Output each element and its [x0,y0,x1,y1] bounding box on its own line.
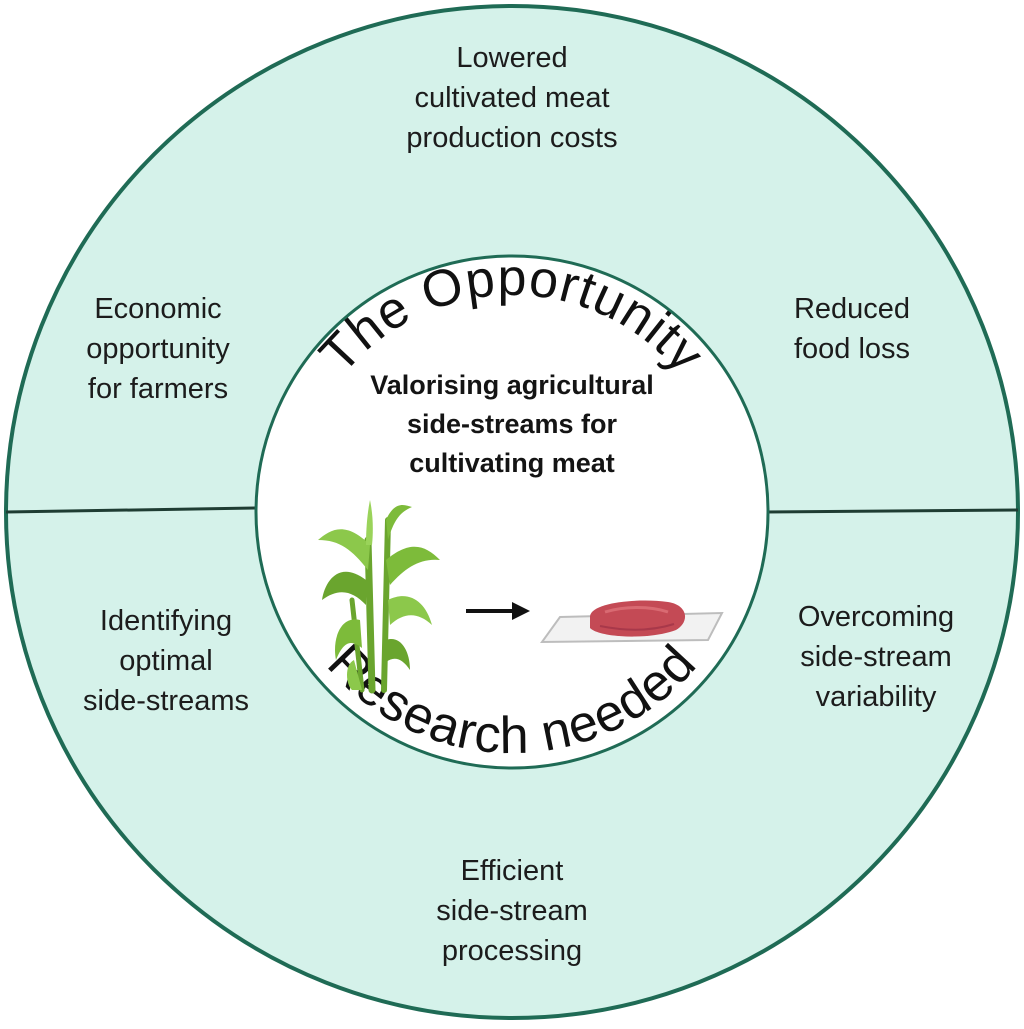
opportunity-left-label: Economic opportunity for farmers [86,293,230,405]
divider-left [5,506,258,514]
research-bottom-label: Efficient side-stream processing [436,855,588,967]
plant-icon [318,500,440,694]
meat-on-tray-icon [540,600,724,644]
opportunity-right-label: Reduced food loss [793,293,911,365]
divider-right [765,508,1019,514]
research-left-label: Identifying optimal side-streams [83,605,249,717]
center-title: Valorising agricultural side-streams for… [370,370,654,478]
research-right-label: Overcoming side-stream variability [797,601,955,713]
opportunity-top-label: Lowered cultivated meat production costs [406,42,618,154]
arrow-right-icon [466,602,530,620]
